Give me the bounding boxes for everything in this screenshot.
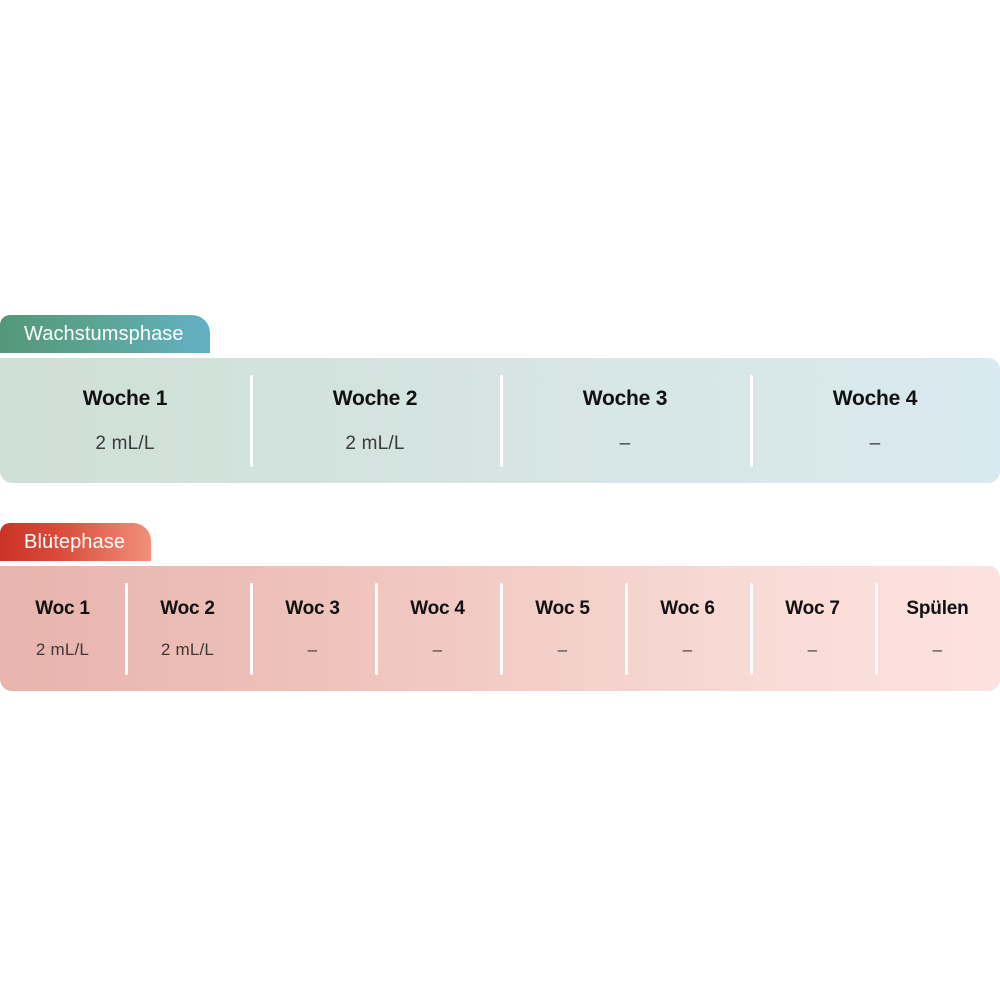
week-cell-dose: – — [807, 639, 818, 659]
phase-section-growth: Wachstumsphase Woche 1 2 mL/L Woche 2 2 … — [0, 315, 1000, 483]
week-cell-title: Woc 2 — [160, 597, 215, 619]
week-cell-dose: – — [619, 432, 631, 454]
week-cell[interactable]: Woc 5 – — [500, 566, 625, 691]
week-cell-title: Woc 6 — [660, 597, 715, 619]
week-cell-title: Woc 3 — [285, 597, 340, 619]
week-cell[interactable]: Woc 4 – — [375, 566, 500, 691]
week-cell-dose: 2 mL/L — [345, 432, 405, 454]
flush-cell[interactable]: Spülen – — [875, 566, 1000, 691]
week-cell-dose: – — [557, 639, 568, 659]
phase-section-bloom: Blütephase Woc 1 2 mL/L Woc 2 2 mL/L Woc… — [0, 523, 1000, 691]
phase-tab-growth[interactable]: Wachstumsphase — [0, 315, 210, 353]
week-cell[interactable]: Woche 1 2 mL/L — [0, 358, 250, 483]
week-cell[interactable]: Woc 7 – — [750, 566, 875, 691]
week-cell[interactable]: Woc 3 – — [250, 566, 375, 691]
flush-cell-dose: – — [932, 639, 943, 659]
week-cell-dose: – — [682, 639, 693, 659]
week-cell-title: Woche 1 — [82, 386, 168, 410]
week-cell-title: Woc 5 — [535, 597, 590, 619]
week-cell[interactable]: Woc 2 2 mL/L — [125, 566, 250, 691]
week-cell[interactable]: Woche 3 – — [500, 358, 750, 483]
phase-tab-bloom[interactable]: Blütephase — [0, 523, 152, 561]
week-cell-dose: – — [307, 639, 318, 659]
week-cell-dose: – — [869, 432, 881, 454]
week-cell-dose: 2 mL/L — [160, 639, 215, 659]
week-cell-title: Woche 2 — [332, 386, 418, 410]
week-cell-dose: 2 mL/L — [95, 432, 155, 454]
week-cell-title: Woc 7 — [785, 597, 840, 619]
flush-cell-title: Spülen — [906, 597, 969, 619]
week-cell[interactable]: Woche 4 – — [750, 358, 1000, 483]
week-cell-title: Woc 1 — [35, 597, 90, 619]
phase-body-bloom: Woc 1 2 mL/L Woc 2 2 mL/L Woc 3 – Woc 4 … — [0, 566, 1000, 691]
week-cell-dose: – — [432, 639, 443, 659]
phase-body-growth: Woche 1 2 mL/L Woche 2 2 mL/L Woche 3 – … — [0, 358, 1000, 483]
week-cell-title: Woche 3 — [582, 386, 668, 410]
week-cell[interactable]: Woche 2 2 mL/L — [250, 358, 500, 483]
week-cell[interactable]: Woc 6 – — [625, 566, 750, 691]
week-cell[interactable]: Woc 1 2 mL/L — [0, 566, 125, 691]
week-cell-title: Woche 4 — [832, 386, 918, 410]
week-cell-dose: 2 mL/L — [35, 639, 90, 659]
week-cell-title: Woc 4 — [410, 597, 465, 619]
